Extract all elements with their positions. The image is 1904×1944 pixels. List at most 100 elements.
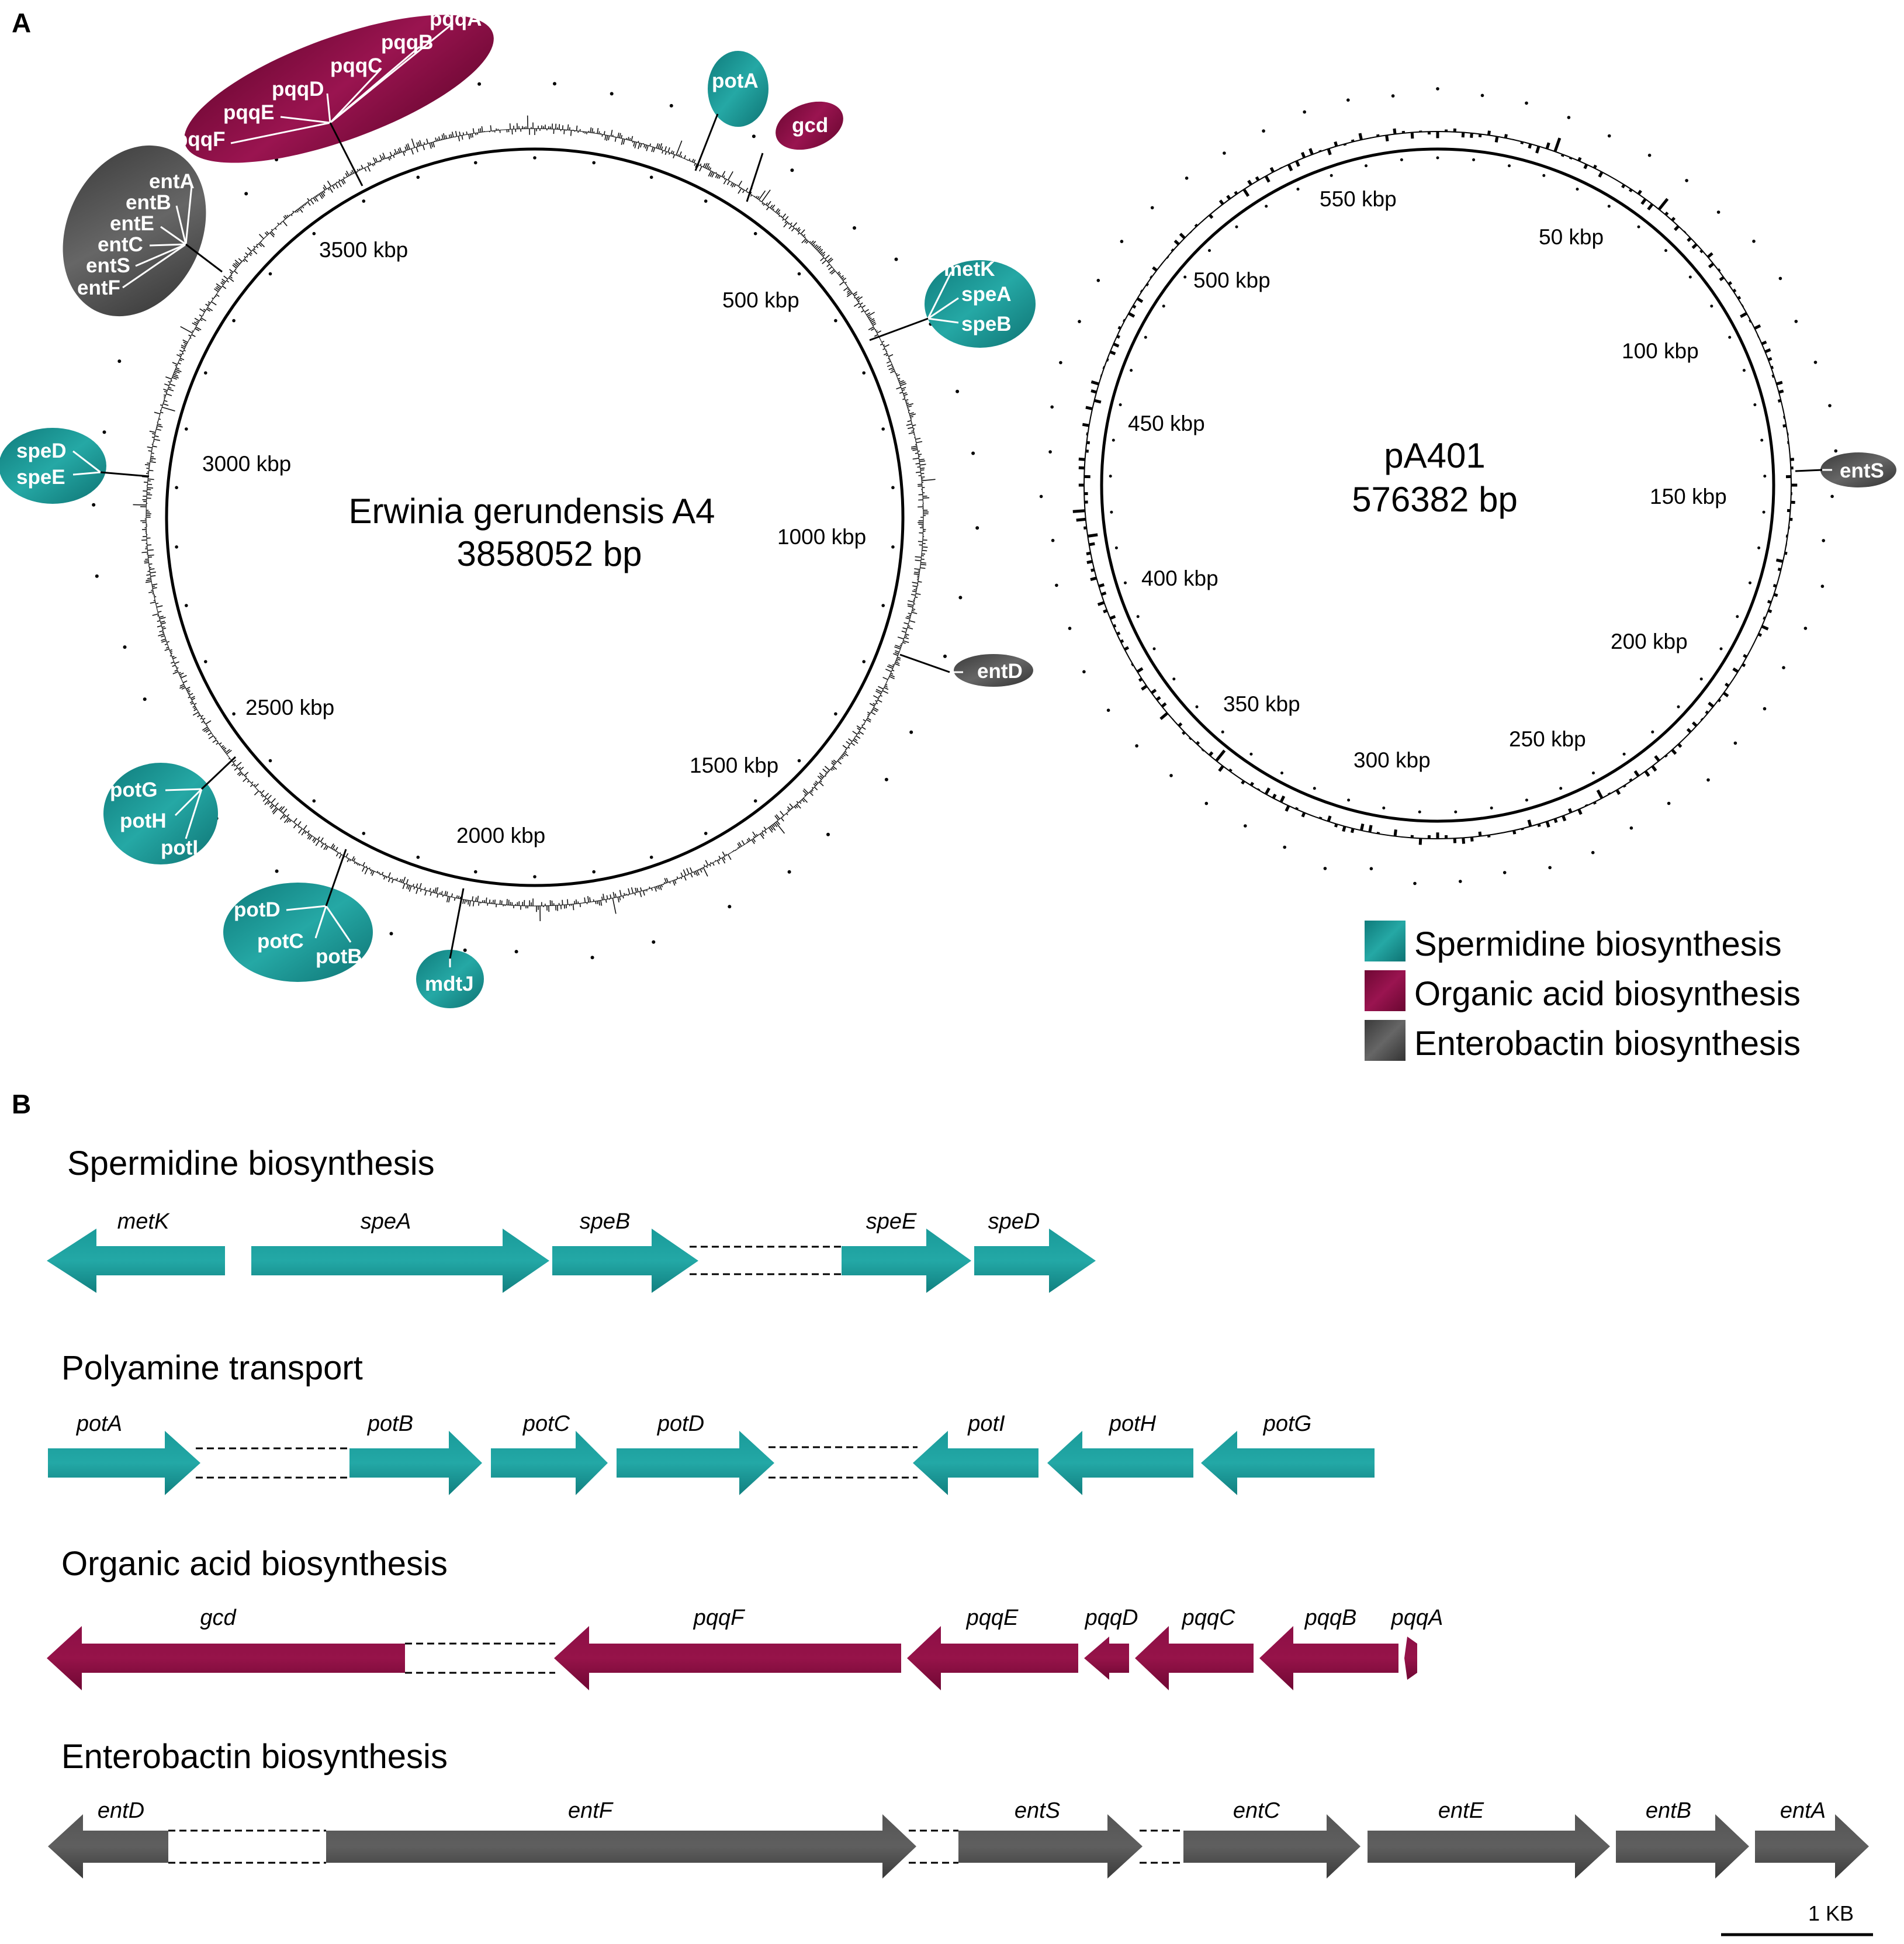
dot — [1135, 744, 1138, 748]
legend-swatch — [1365, 921, 1406, 961]
tick-mark — [1110, 510, 1113, 514]
gene-entE: entE — [1368, 1798, 1610, 1879]
dot — [728, 905, 732, 909]
scale-label: 1 KB — [1808, 1901, 1854, 1925]
operon-title: Spermidine biosynthesis — [67, 1144, 435, 1182]
tick-label: 1500 kbp — [690, 753, 778, 777]
tick-mark — [1742, 369, 1746, 372]
gene-label: potD — [657, 1412, 704, 1436]
dot — [1096, 279, 1100, 282]
tick-mark — [797, 272, 801, 276]
tick-mark — [1172, 677, 1176, 681]
gene-entF: entF — [326, 1798, 916, 1879]
genome-size: 3858052 bp — [457, 534, 642, 573]
tick-mark — [1195, 705, 1199, 708]
dot — [1820, 584, 1825, 588]
dot — [787, 870, 791, 874]
gene-tag: speA — [961, 283, 1012, 306]
gene-pqqD: pqqD — [1084, 1606, 1138, 1680]
tick-mark — [474, 161, 477, 165]
gene-tag: speD — [16, 440, 67, 462]
legend-label: Organic acid biosynthesis — [1414, 975, 1801, 1013]
tick-mark — [1525, 798, 1528, 802]
tick-mark — [704, 199, 708, 203]
tick-label: 150 kbp — [1650, 485, 1727, 509]
gene-potI: potI — [913, 1412, 1038, 1495]
dot — [610, 92, 614, 96]
gene-callouts: pqqA pqqB pqqC pqqD pqqE pqqF entA entB … — [0, 15, 1896, 1008]
dot — [1803, 627, 1808, 630]
tick-mark — [1688, 275, 1692, 279]
dot — [1413, 881, 1417, 885]
tick-mark — [1677, 705, 1680, 708]
dot — [1480, 94, 1484, 98]
tick-mark — [1622, 752, 1626, 756]
gene-label: speB — [580, 1209, 631, 1234]
dot — [971, 451, 975, 455]
callout-potD: potD potC potB — [223, 849, 373, 982]
tick-mark — [797, 759, 801, 763]
gene-tag: entD — [977, 660, 1023, 683]
tick-mark — [1208, 249, 1211, 252]
gene-potA: potA — [48, 1412, 200, 1495]
legend-item: Spermidine biosynthesis — [1365, 921, 1782, 963]
tick-mark — [592, 161, 596, 165]
dot — [1051, 538, 1055, 542]
tick-mark — [592, 870, 596, 874]
dot — [92, 503, 96, 507]
gene-potD: potD — [617, 1412, 774, 1495]
tick-mark — [1710, 305, 1713, 308]
tick-mark — [1119, 403, 1122, 406]
chromosome-map: 500 kbp 1000 kbp 1500 kbp 2000 kbp 2500 … — [92, 82, 979, 960]
tick-mark — [1162, 305, 1165, 308]
gene-label: entD — [98, 1798, 144, 1823]
dot — [1150, 206, 1154, 210]
gene-label: entS — [1015, 1798, 1060, 1823]
tick-label: 200 kbp — [1611, 629, 1688, 653]
dot — [1039, 494, 1043, 499]
tick-label: 50 kbp — [1539, 225, 1604, 249]
dot — [669, 103, 673, 108]
tick-mark — [1296, 188, 1300, 191]
chromosome-circle — [165, 147, 905, 887]
dot — [1262, 129, 1265, 133]
tick-mark — [416, 175, 420, 179]
dot — [1169, 774, 1173, 777]
dot — [1752, 240, 1756, 243]
operon-title: Enterobactin biosynthesis — [61, 1738, 448, 1776]
gene-label: pqqB — [1304, 1606, 1357, 1630]
gene-label: speA — [361, 1209, 411, 1234]
gene-speE: speE — [842, 1209, 971, 1293]
tick-mark — [1719, 647, 1723, 651]
dot — [1048, 450, 1052, 454]
tick-mark — [474, 870, 477, 874]
dot — [1459, 880, 1462, 883]
dot — [1059, 361, 1062, 365]
gene-label: entF — [568, 1798, 614, 1823]
callout-mdtJ: mdtJ — [416, 888, 484, 1008]
dot — [1244, 824, 1247, 828]
dot — [1706, 778, 1710, 782]
dot — [1830, 494, 1834, 499]
dot — [1369, 867, 1373, 870]
dot — [652, 940, 656, 944]
callout-speD: speD speE — [0, 428, 150, 504]
panel-letter-a: A — [12, 8, 31, 38]
dot — [752, 134, 756, 139]
tick-mark — [1144, 335, 1147, 339]
tick-mark — [312, 799, 316, 803]
gene-tag: potA — [712, 70, 759, 92]
legend-swatch — [1365, 970, 1406, 1011]
tick-mark — [1651, 730, 1654, 734]
tick-mark — [834, 319, 837, 323]
dot — [275, 869, 279, 873]
gene-potC: potC — [491, 1412, 608, 1495]
dot — [1106, 708, 1110, 712]
tick-mark — [1109, 475, 1112, 478]
gene-label: entA — [1780, 1798, 1826, 1823]
gene-speA: speA — [251, 1209, 549, 1293]
tick-mark — [881, 427, 885, 431]
tick-label: 350 kbp — [1223, 692, 1300, 716]
skew-bars — [1072, 128, 1798, 845]
tick-mark — [533, 875, 536, 878]
